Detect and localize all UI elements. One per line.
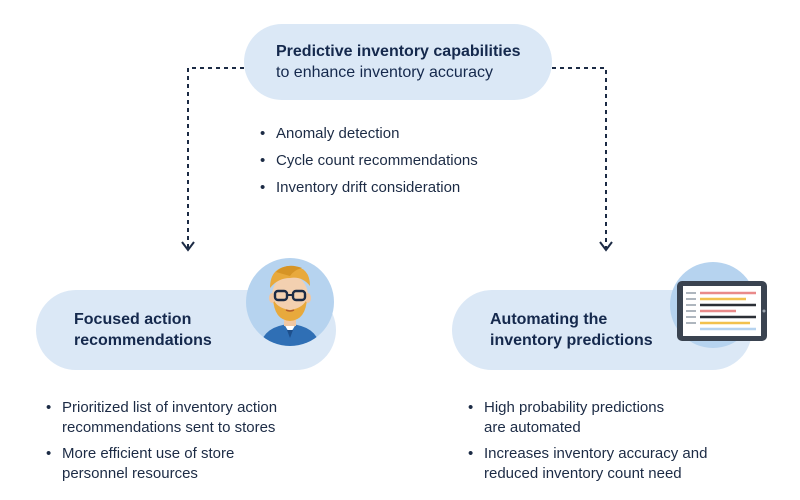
list-item: •Inventory drift consideration: [260, 179, 461, 196]
arrow-right: [599, 241, 613, 252]
list-item: •Anomaly detection: [260, 125, 400, 142]
tablet-icon: [677, 281, 767, 341]
person-avatar-icon: [246, 258, 334, 346]
top-bullet-list: •Anomaly detection •Cycle count recommen…: [258, 124, 478, 205]
top-capability-pill: Predictive inventory capabilities to enh…: [244, 24, 552, 100]
automating-predictions-pill: Automating the inventory predictions: [452, 290, 752, 370]
top-title: Predictive inventory capabilities: [276, 43, 521, 60]
left-title-line2: recommendations: [74, 332, 212, 349]
top-subtitle: to enhance inventory accuracy: [276, 64, 494, 81]
list-item: •Cycle count recommendations: [260, 152, 478, 169]
connector-right: [552, 67, 607, 248]
right-title-line2: inventory predictions: [490, 332, 653, 349]
arrow-left: [181, 241, 195, 252]
right-title-line1: Automating the: [490, 311, 608, 328]
left-title-line1: Focused action: [74, 311, 192, 328]
connector-left: [187, 67, 244, 248]
